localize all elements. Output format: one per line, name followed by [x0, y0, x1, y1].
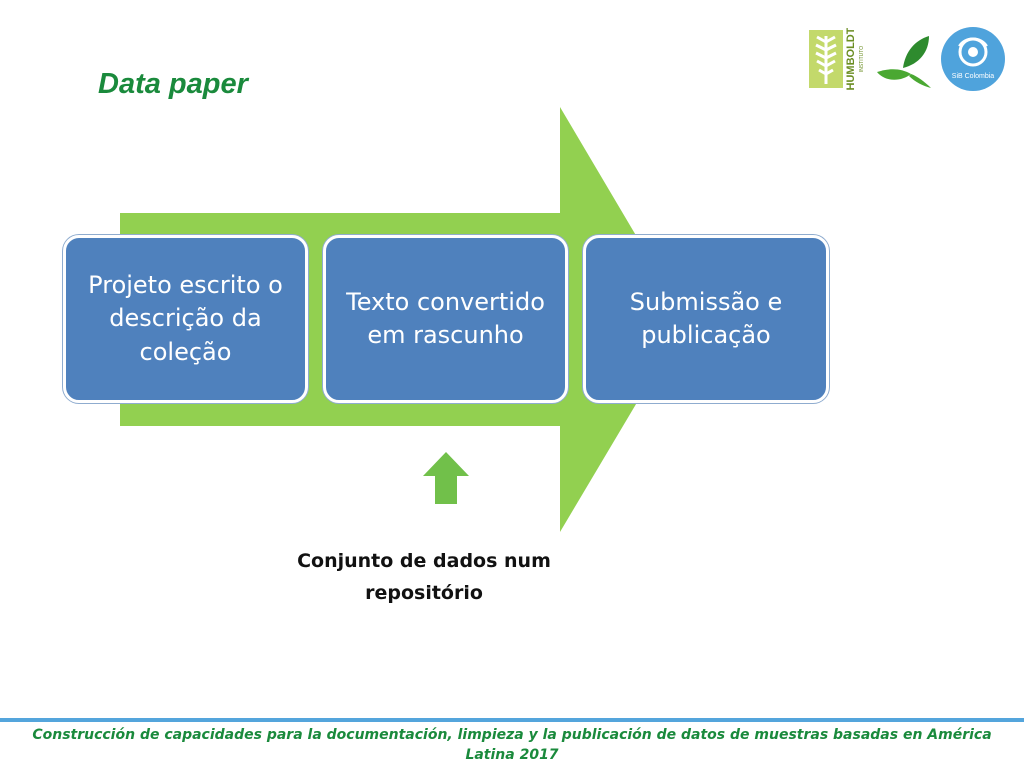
leaf-logo-icon [877, 36, 931, 88]
humboldt-prefix: INSTITUTO [859, 46, 865, 72]
footer-text: Construcción de capacidades para la docu… [32, 727, 992, 763]
step-1-label: Projeto escrito o descrição da coleção [88, 271, 283, 366]
step-2-label: Texto convertido em rascunho [346, 287, 545, 349]
step-3-box: Submissão e publicação [583, 235, 829, 403]
humboldt-institute-logo-icon: HUMBOLDT INSTITUTO [809, 28, 865, 90]
slide-title: Data paper [98, 68, 248, 100]
step-3-label: Submissão e publicação [629, 287, 783, 349]
step-2-box: Texto convertido em rascunho [323, 235, 568, 403]
logo-bar: HUMBOLDT INSTITUTO SiB Colombia [805, 24, 1015, 94]
input-caption: Conjunto de dados num repositório [297, 550, 551, 604]
humboldt-wordmark: HUMBOLDT [845, 28, 857, 90]
up-arrow-icon [423, 452, 469, 504]
sib-logo-label: SiB Colombia [952, 73, 995, 80]
step-1-box: Projeto escrito o descrição da coleção [63, 235, 308, 403]
slide-footer: Construcción de capacidades para la docu… [0, 718, 1024, 768]
sib-colombia-logo-icon: SiB Colombia [941, 27, 1005, 91]
